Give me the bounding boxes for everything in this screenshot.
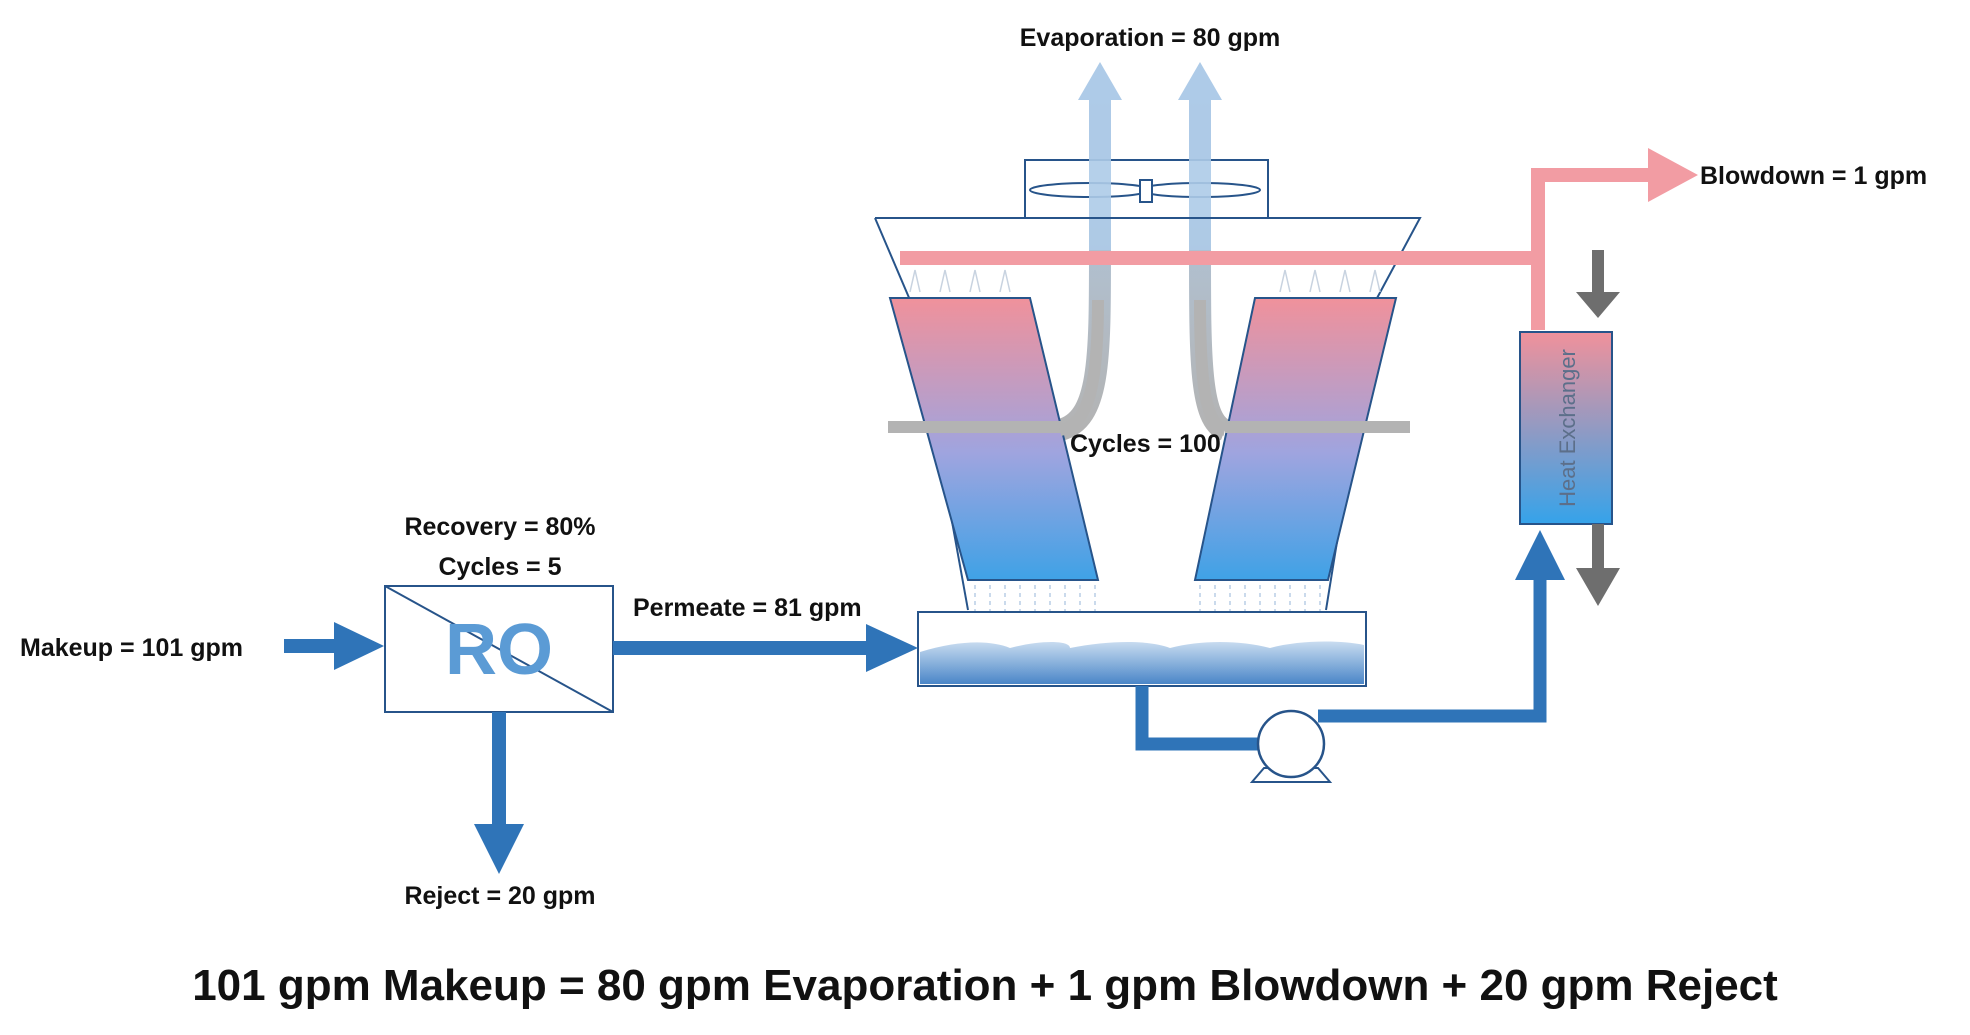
pump: [1249, 709, 1333, 783]
permeate-arrow-head: [866, 624, 918, 672]
heat-exchanger: Heat Exchanger: [1519, 250, 1620, 606]
spray-nozzles: [909, 269, 1381, 293]
makeup-label: Makeup = 101 gpm: [20, 634, 243, 662]
recirculation-pipe: [1135, 530, 1565, 751]
tower-cycles-label: Cycles = 100: [1070, 430, 1221, 458]
makeup-flow: [284, 622, 384, 670]
fill-media-left: [888, 297, 1100, 581]
evaporation-label: Evaporation = 80 gpm: [1020, 24, 1281, 52]
makeup-arrow-head: [334, 622, 384, 670]
ro-unit: RO: [384, 585, 614, 713]
blowdown-label: Blowdown = 1 gpm: [1700, 162, 1927, 190]
hot-water-pipe: [900, 148, 1698, 330]
blowdown-arrow-head: [1648, 148, 1698, 202]
cooling-basin: [917, 611, 1367, 687]
ro-recovery-label: Recovery = 80%: [404, 513, 595, 541]
ro-cycles-label: Cycles = 5: [438, 553, 561, 581]
fill-media-right: [1193, 297, 1398, 581]
gray-pipe: [888, 299, 1410, 436]
reject-arrow-head: [474, 824, 524, 874]
permeate-label: Permeate = 81 gpm: [633, 594, 862, 622]
vapor-over-fan: [1089, 100, 1211, 250]
ro-unit-label: RO: [445, 610, 553, 690]
hx-inlet-arrow-head: [1515, 530, 1565, 580]
reject-label: Reject = 20 gpm: [404, 882, 595, 910]
mass-balance-equation: 101 gpm Makeup = 80 gpm Evaporation + 1 …: [192, 961, 1778, 1010]
fan-housing: [1024, 159, 1269, 219]
reject-flow: [474, 712, 524, 874]
permeate-flow: [613, 624, 918, 672]
heat-exchanger-label: Heat Exchanger: [1555, 349, 1580, 507]
